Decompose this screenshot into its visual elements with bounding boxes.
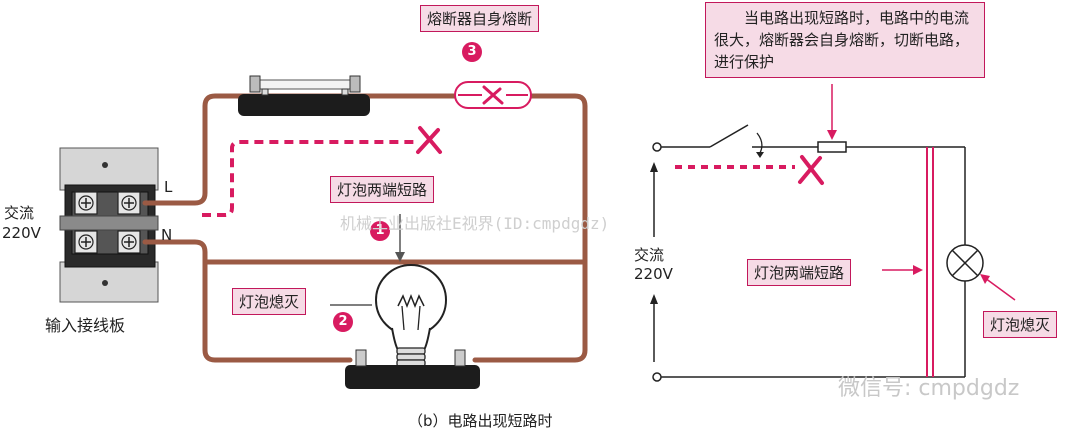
ac-right-line2: 220V: [634, 265, 673, 283]
watermark-center: 机械工业出版社E视界(ID:cmpdgdz): [340, 214, 610, 233]
short-path-left: [202, 140, 415, 217]
terminal-board-label: 输入接线板: [45, 316, 126, 335]
break-mark-icon: [416, 126, 442, 154]
badge-3: 3: [462, 42, 482, 62]
bulb-short-label-left: 灯泡两端短路: [330, 176, 435, 203]
ac-left-line2: 220V: [2, 224, 41, 242]
bulb-off-label-right: 灯泡熄灭: [983, 311, 1058, 338]
blown-fuse-icon: [454, 81, 532, 109]
explanation-box: 当电路出现短路时，电路中的电流很大，熔断器会自身熔断，切断电路，进行保护: [705, 2, 985, 78]
light-bulb-icon: [345, 264, 480, 389]
brown-wires: [142, 93, 588, 363]
badge-1: 1: [370, 221, 390, 241]
fuse-blown-label: 熔断器自身熔断: [420, 5, 540, 32]
terminal-board: [59, 147, 159, 303]
bulb-off-label-left: 灯泡熄灭: [232, 288, 307, 315]
terminal-L-label: L: [164, 178, 173, 196]
terminal-N-label: N: [161, 226, 173, 244]
figure-caption: （b）电路出现短路时: [408, 412, 553, 430]
fuse-holder-top: [238, 75, 370, 116]
ac-right-line1: 交流: [634, 246, 665, 264]
bulb-short-label-right: 灯泡两端短路: [747, 259, 852, 286]
badge-2: 2: [333, 312, 353, 332]
watermark-corner: 微信号: cmpdgdz: [838, 376, 1020, 401]
ac-left-line1: 交流: [4, 204, 35, 222]
short-path-right: [675, 147, 934, 377]
